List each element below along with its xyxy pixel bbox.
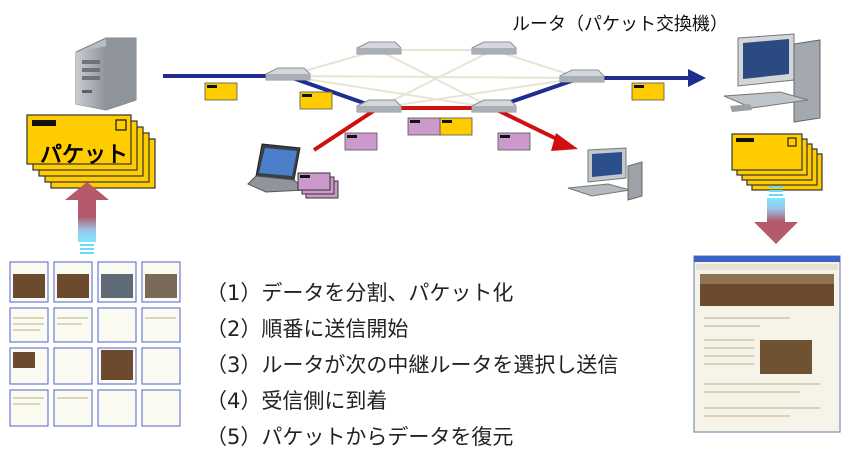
desktop-icon-receiver: [723, 33, 821, 123]
laptop-icon: [247, 143, 308, 193]
in-transit-packets: [204, 82, 665, 151]
packet-violet-small: [344, 132, 378, 151]
packet-violet-small: [497, 132, 531, 151]
packet-stack-receiver: [731, 133, 823, 191]
arrow-down-icon: [754, 186, 798, 244]
route-red: [312, 106, 578, 152]
packet-yellow-small: [299, 91, 333, 110]
router-icon: [356, 99, 402, 113]
router-icon: [265, 67, 311, 81]
step-4: （4）受信側に到着: [206, 389, 388, 413]
packet-violet-small: [407, 117, 441, 136]
router-icons: [265, 41, 605, 113]
step-2: （2）順番に送信開始: [206, 317, 409, 341]
router-icon: [471, 99, 517, 113]
packet-yellow-small: [439, 117, 473, 136]
packet-stack-sender: [26, 114, 156, 189]
restored-page: [693, 255, 841, 433]
desktop-icon-small: [567, 147, 643, 201]
arrow-up-icon: [65, 182, 109, 254]
fragmented-page: [9, 261, 196, 428]
router-label: ルータ（パケット交換機）: [512, 14, 728, 35]
step-5: （5）パケットからデータを復元: [206, 425, 514, 449]
server-icon: [75, 37, 137, 111]
router-icon: [356, 41, 402, 55]
step-3: （3）ルータが次の中継ルータを選択し送信: [206, 353, 619, 377]
packet-stack-violet: [297, 172, 339, 199]
packet-yellow-small: [204, 82, 238, 101]
router-icon: [471, 41, 517, 55]
route-blue: [163, 69, 706, 110]
packet-label: パケット: [40, 143, 129, 168]
router-icon: [559, 69, 605, 83]
step-1: （1）データを分割、パケット化: [206, 281, 514, 305]
packet-yellow-small: [631, 82, 665, 101]
